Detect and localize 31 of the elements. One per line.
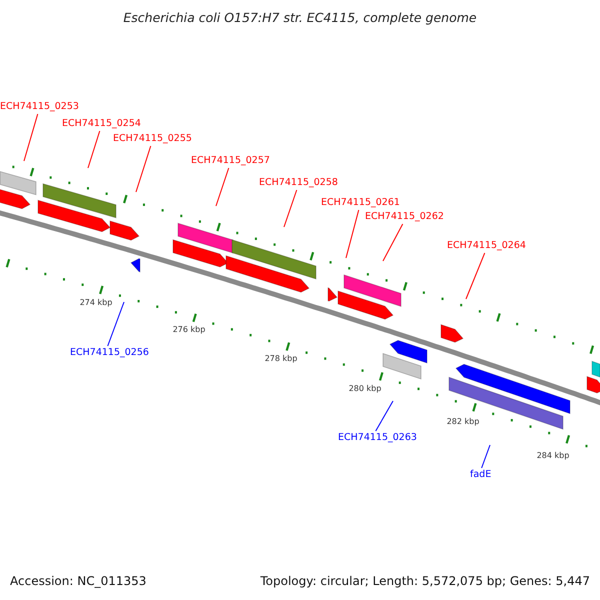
map-title: Escherichia coli O157:H7 str. EC4115, complete genome (122, 10, 478, 25)
gene-label: ECH74115_0253 (0, 101, 79, 113)
gene-label: ECH74115_0264 (447, 240, 526, 252)
leader-line (466, 252, 486, 300)
leader-line (375, 400, 394, 432)
leader-line (284, 190, 298, 228)
scale-label: 276 kbp (172, 325, 206, 335)
gene-label: ECH74115_0255 (113, 133, 192, 145)
gene-label: ECH74115_0258 (259, 177, 338, 189)
gene-label: ECH74115_0256 (70, 347, 149, 359)
scale-label: 284 kbp (536, 451, 570, 461)
scale-label: 282 kbp (446, 417, 480, 427)
leader-line (346, 210, 360, 258)
leader-line (24, 114, 38, 162)
scale-label: 280 kbp (348, 384, 382, 394)
scale-label: 274 kbp (80, 298, 112, 308)
footer-text: Accession: NC_011353 (10, 574, 146, 588)
gene-label: ECH74115_0261 (321, 197, 400, 209)
scale-label: 278 kbp (264, 354, 298, 364)
gene-label: ECH74115_0263 (338, 432, 417, 444)
leader-line (88, 130, 100, 168)
gene-label: ECH74115_0257 (191, 155, 270, 167)
gene-label: ECH74115_0262 (365, 211, 444, 223)
leader-line (481, 444, 490, 468)
leader-line (136, 146, 152, 192)
leader-line (107, 302, 124, 346)
leader-line (216, 168, 230, 206)
gene-label: fadE (470, 469, 492, 481)
leader-line (382, 224, 404, 262)
gene-label: ECH74115_0254 (62, 118, 141, 130)
footer-text: Topology: circular; Length: 5,572,075 bp; Genes: 5,447 (260, 574, 590, 588)
